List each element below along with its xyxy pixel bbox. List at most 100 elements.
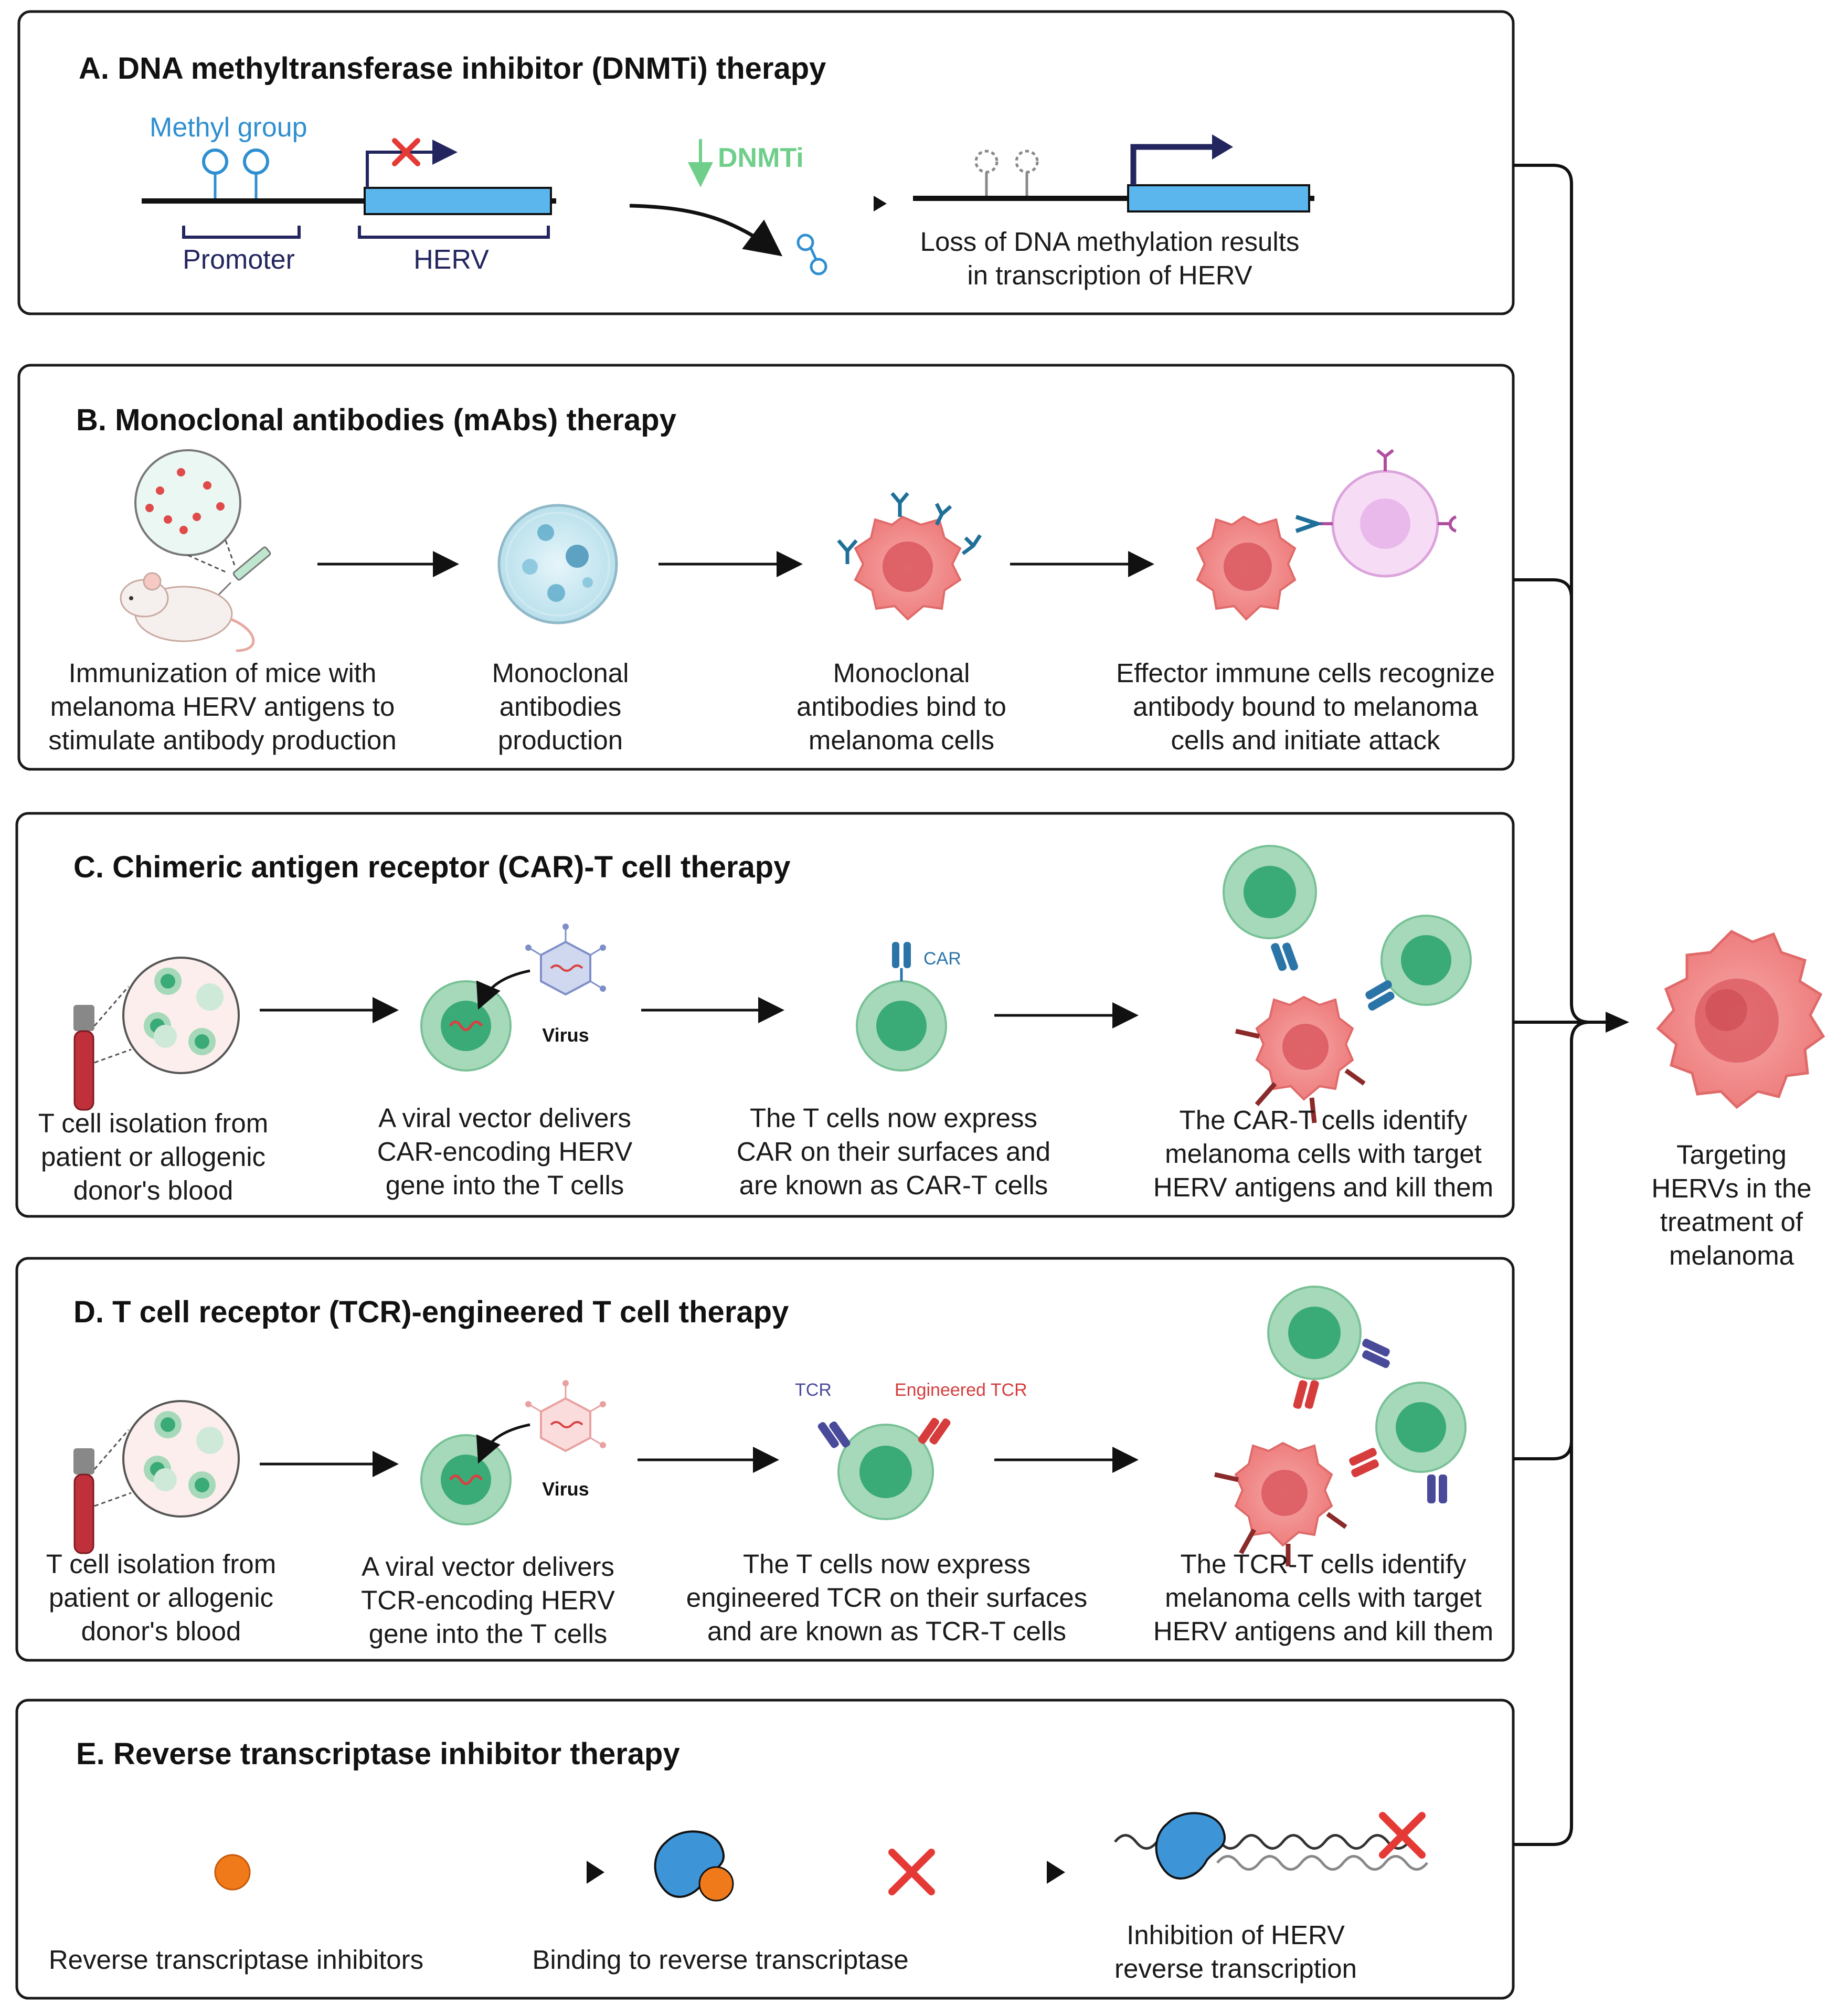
panel-d-step1-line2: patient or allogenic — [49, 1583, 273, 1613]
panel-b-caption-2: Monoclonal antibodies production — [492, 658, 629, 755]
panel-d-step2-line1: A viral vector delivers — [362, 1552, 614, 1582]
panel-b-step2-line3: production — [498, 725, 623, 755]
panel-c-step1-line1: T cell isolation from — [38, 1108, 268, 1138]
herv-gene-bar — [364, 187, 552, 215]
target-caption: Targeting HERVs in the treatment of mela… — [1651, 1140, 1811, 1270]
panel-b-step1-line3: stimulate antibody production — [48, 725, 396, 755]
panel-c: C. Chimeric antigen receptor (CAR)-T cel… — [15, 812, 1515, 1218]
panel-b-frame — [17, 364, 1515, 771]
panel-c-caption-1: T cell isolation from patient or allogen… — [38, 1108, 268, 1205]
antibody-icon — [837, 492, 982, 564]
transcription-arrow-head — [1212, 134, 1233, 160]
car-t-killing-icon — [1223, 845, 1472, 1123]
panel-d-title: D. T cell receptor (TCR)-engineered T ce… — [73, 1295, 789, 1329]
panel-c-step3-line1: The T cells now express — [750, 1103, 1037, 1133]
panel-b-step3-line3: melanoma cells — [809, 725, 994, 755]
melanoma-cell-icon — [1235, 995, 1366, 1123]
connector-arrow-head — [1606, 1012, 1629, 1033]
panel-e-step2-label: Binding to reverse transcriptase — [532, 1945, 908, 1975]
panel-d-step1-line1: T cell isolation from — [46, 1549, 276, 1579]
panel-d-step2-line2: TCR-encoding HERV — [361, 1585, 615, 1615]
promoter-bracket — [182, 226, 301, 239]
panel-b-title: B. Monoclonal antibodies (mAbs) therapy — [76, 403, 676, 437]
panel-a-result-line2: in transcription of HERV — [967, 260, 1252, 290]
panel-b-step3-line2: antibodies bind to — [796, 692, 1006, 722]
step-arrow-head — [1047, 1861, 1065, 1884]
transcription-arrow-active — [1130, 144, 1217, 185]
blood-tube-icon — [73, 1400, 240, 1554]
panel-e-step3-line2: reverse transcription — [1114, 1954, 1357, 1984]
panel-c-caption-3: The T cells now express CAR on their sur… — [737, 1103, 1050, 1200]
target-melanoma-cell-icon — [1656, 929, 1825, 1109]
step-arrow-head — [587, 1861, 604, 1884]
panel-c-step3-line2: CAR on their surfaces and — [737, 1137, 1050, 1166]
melanoma-cell-icon — [854, 515, 962, 621]
panel-d-caption-2: A viral vector delivers TCR-encoding HER… — [361, 1552, 615, 1649]
dnmti-label: DNMTi — [718, 143, 804, 173]
virus-icon — [525, 1380, 606, 1452]
panel-a: A. DNA methyltransferase inhibitor (DNMT… — [17, 10, 1515, 315]
antigen-circle-icon — [134, 449, 241, 573]
panel-b-caption-1: Immunization of mice with melanoma HERV … — [48, 658, 396, 755]
panel-b-step2-line1: Monoclonal — [492, 658, 629, 688]
panel-b-step1-line1: Immunization of mice with — [69, 658, 377, 688]
panel-a-title: A. DNA methyltransferase inhibitor (DNMT… — [79, 51, 826, 86]
methyl-group-icon — [202, 149, 269, 199]
panel-e-frame — [15, 1699, 1515, 2000]
effector-cell-icon — [1295, 449, 1457, 578]
target-line2: HERVs in the — [1651, 1173, 1811, 1203]
panel-b-caption-4: Effector immune cells recognize antibody… — [1116, 658, 1495, 755]
blocked-x-icon — [392, 138, 420, 166]
panel-d-caption-3: The T cells now express engineered TCR o… — [686, 1549, 1087, 1646]
panel-c-step2-line3: gene into the T cells — [386, 1170, 624, 1200]
virus-icon — [525, 924, 606, 996]
target-line1: Targeting — [1676, 1140, 1787, 1170]
inhibited-x-icon — [1379, 1812, 1426, 1859]
panel-b-step1-line2: melanoma HERV antigens to — [50, 692, 395, 722]
panel-c-step3-line3: are known as CAR-T cells — [739, 1170, 1048, 1200]
panel-d-step2-line3: gene into the T cells — [369, 1619, 608, 1649]
tcr-t-cell-icon — [817, 1418, 951, 1520]
panel-d-step4-line1: The TCR-T cells identify — [1180, 1549, 1467, 1579]
panel-c-title: C. Chimeric antigen receptor (CAR)-T cel… — [73, 850, 790, 884]
panel-e: E. Reverse transcriptase inhibitor thera… — [15, 1699, 1515, 2000]
engineered-tcr-label: Engineered TCR — [895, 1380, 1027, 1400]
target-line3: treatment of — [1660, 1207, 1803, 1237]
panel-e-title: E. Reverse transcriptase inhibitor thera… — [76, 1737, 680, 1771]
panel-a-result-line1: Loss of DNA methylation results — [920, 227, 1300, 257]
panel-d-step3-line3: and are known as TCR-T cells — [707, 1616, 1066, 1646]
panel-d: D. T cell receptor (TCR)-engineered T ce… — [15, 1257, 1515, 1662]
tcell-transduction-icon — [420, 1423, 530, 1525]
blocked-x-icon — [888, 1849, 935, 1895]
panel-b-caption-3: Monoclonal antibodies bind to melanoma c… — [796, 658, 1006, 755]
panel-d-caption-1: T cell isolation from patient or allogen… — [46, 1549, 276, 1646]
methyl-release-arrow — [629, 204, 783, 257]
mouse-icon — [120, 572, 255, 652]
panel-c-step1-line2: patient or allogenic — [41, 1142, 265, 1172]
panel-b-step4-line2: antibody bound to melanoma — [1133, 692, 1478, 722]
inhibitor-molecule-icon — [214, 1854, 251, 1891]
tcr-t-killing-icon — [1214, 1286, 1467, 1566]
blood-tube-icon — [73, 957, 240, 1111]
panel-c-caption-4: The CAR-T cells identify melanoma cells … — [1153, 1105, 1493, 1202]
panel-d-step4-line3: HERV antigens and kill them — [1153, 1616, 1493, 1646]
panel-b: B. Monoclonal antibodies (mAbs) therapy — [17, 364, 1515, 771]
panel-b-step4-line3: cells and initiate attack — [1171, 725, 1440, 755]
virus-label: Virus — [542, 1024, 589, 1046]
transcription-arrow-blocked — [366, 140, 458, 188]
melanoma-cell-icon — [1196, 515, 1297, 621]
tcell-transduction-icon — [420, 969, 530, 1072]
car-label: CAR — [923, 949, 961, 969]
herv-gene-bar-active — [1127, 184, 1310, 213]
methyl-group-label: Methyl group — [150, 112, 307, 143]
panel-e-step1-label: Reverse transcriptase inhibitors — [49, 1945, 423, 1975]
panel-b-step3-line1: Monoclonal — [833, 658, 970, 688]
panel-c-caption-2: A viral vector delivers CAR-encoding HER… — [377, 1103, 633, 1200]
panel-d-step1-line3: donor's blood — [81, 1616, 241, 1646]
syringe-icon — [217, 546, 271, 597]
panel-c-step2-line2: CAR-encoding HERV — [377, 1137, 633, 1166]
reverse-transcriptase-icon — [1155, 1812, 1226, 1880]
petri-dish-icon — [497, 504, 618, 624]
panel-d-step3-line1: The T cells now express — [743, 1549, 1031, 1579]
panel-b-step2-line2: antibodies — [500, 692, 622, 722]
